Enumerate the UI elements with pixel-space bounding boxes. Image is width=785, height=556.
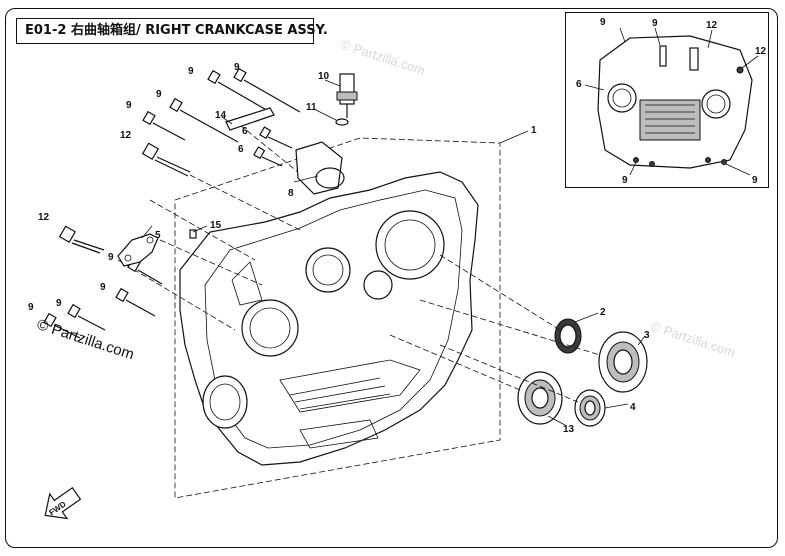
callout-9-d: 9 — [126, 100, 132, 111]
shaft-bore-upper — [305, 247, 351, 293]
inset-callout-9-d: 9 — [752, 175, 758, 186]
callout-1: 1 — [531, 125, 537, 136]
callout-9-b: 9 — [234, 62, 240, 73]
oil-filter-boss — [202, 375, 248, 429]
bolt-9-f — [115, 287, 156, 317]
callout-15: 15 — [210, 220, 222, 231]
part-11-o-ring — [335, 118, 349, 126]
bolt-9-c — [169, 97, 239, 143]
callout-9-h: 9 — [28, 302, 34, 313]
part-10-sensor — [336, 73, 358, 118]
callout-12-b: 12 — [38, 212, 50, 223]
bolt-6-a — [259, 126, 293, 149]
part-8-cover — [295, 141, 345, 195]
leader-lines — [141, 79, 646, 426]
part-14-strip — [225, 107, 275, 131]
callout-9-c: 9 — [156, 89, 162, 100]
bolt-12-b — [58, 225, 105, 254]
callout-14: 14 — [215, 110, 227, 121]
bolt-9-d — [142, 110, 186, 141]
bolt-6-b — [253, 146, 283, 167]
bolt-12-a — [141, 142, 191, 177]
callout-9-e: 9 — [108, 252, 114, 263]
callout-10: 10 — [318, 71, 330, 82]
part-15-dowel — [189, 229, 197, 239]
part-2-oil-seal — [554, 318, 582, 354]
inset-view-frame — [565, 12, 769, 188]
main-bearing-bore — [375, 210, 445, 280]
callout-4: 4 — [630, 402, 636, 413]
watermark-faint-1: © Partzilla.com — [339, 37, 427, 78]
inset-fins — [645, 104, 695, 134]
inset-callout-9-c: 9 — [622, 175, 628, 186]
inset-callout-6: 6 — [576, 79, 582, 90]
part-13-bearing — [517, 371, 563, 425]
shaft-bore-small — [363, 270, 393, 300]
inset-callout-9-b: 9 — [652, 18, 658, 29]
callout-2: 2 — [600, 307, 606, 318]
bolt-9-a — [207, 69, 271, 113]
crankcase-body — [179, 171, 479, 466]
casting-ribs — [289, 377, 391, 410]
diagram-title: E01-2 右曲轴箱组/ RIGHT CRANKCASE ASSY. — [16, 18, 328, 44]
callout-6-b: 6 — [238, 144, 244, 155]
part-3-bearing — [598, 331, 648, 393]
bolt-9-b — [233, 67, 301, 113]
bolts — [43, 67, 301, 339]
callout-8: 8 — [288, 188, 294, 199]
callout-11: 11 — [306, 102, 317, 113]
explode-lines — [117, 124, 601, 403]
watermark-faint-2: © Partzilla.com — [649, 319, 737, 360]
bolt-9-g — [67, 303, 106, 331]
callout-9-a: 9 — [188, 66, 194, 77]
inset-callout-12-b: 12 — [755, 46, 767, 57]
callout-9-f: 9 — [100, 282, 106, 293]
callout-9-g: 9 — [56, 298, 62, 309]
callout-labels: 1 2 3 4 5 6 6 8 9 9 9 9 9 9 9 9 10 11 12… — [28, 62, 650, 435]
bolt-9-h — [43, 312, 81, 339]
inset-callout-12-a: 12 — [706, 20, 718, 31]
callout-6-a: 6 — [242, 126, 248, 137]
callout-5: 5 — [155, 230, 161, 241]
callout-12-a: 12 — [120, 130, 132, 141]
inset-crankcase-view: 9 9 12 12 6 9 9 — [576, 17, 767, 186]
part-5-bracket — [117, 233, 159, 267]
fwd-arrow: FWD — [44, 486, 82, 520]
inset-callout-9-a: 9 — [600, 17, 606, 28]
callout-3: 3 — [644, 330, 650, 341]
callout-13: 13 — [563, 424, 575, 435]
part-4-bearing — [574, 389, 606, 427]
diagram-frame — [5, 8, 778, 548]
